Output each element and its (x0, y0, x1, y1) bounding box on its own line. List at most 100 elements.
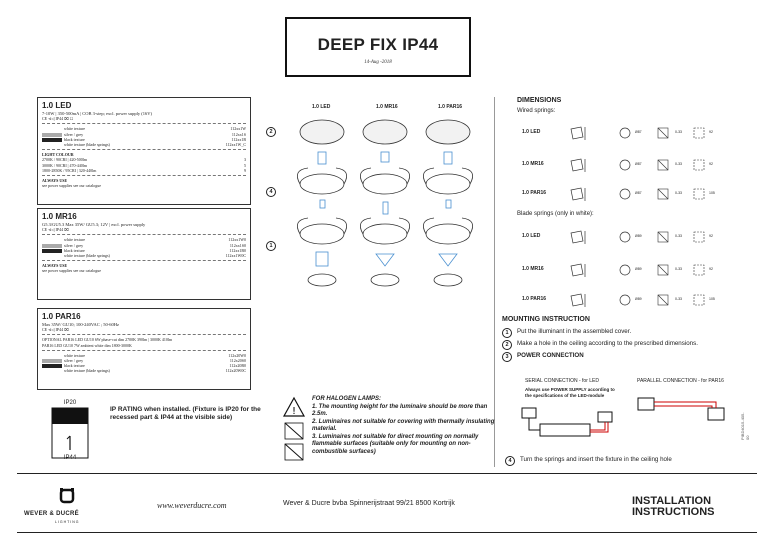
dimension-product-name: 1.0 PAR16 (522, 190, 547, 196)
divider (42, 123, 246, 125)
footer (17, 473, 757, 533)
dimension-value: 92 (709, 130, 713, 134)
serial-connection-label: SERIAL CONNECTION - for LED (525, 378, 599, 384)
dimension-drawing-icon (570, 293, 705, 307)
warning-line: 2. Luminaires not suitable for covering … (312, 418, 495, 433)
dimension-value: Ø87 (635, 162, 642, 166)
svg-text:!: ! (292, 406, 296, 417)
warning-icons: ! (282, 396, 306, 461)
dimension-value: Ø89 (635, 297, 642, 301)
serial-wiring-diagram (521, 407, 613, 437)
certification-icons: CE ⊲◁ IP44 ⌧ (42, 227, 69, 233)
dimension-value: Ø87 (635, 130, 642, 134)
dimension-value: 105 (709, 297, 715, 301)
divider (42, 334, 246, 336)
dimension-value: 0-33 (675, 162, 683, 166)
always-use-note: see power supplies see our catalogue (42, 183, 101, 189)
brand-logo-icon (59, 488, 75, 504)
product-name: 1.0 MR16 (42, 212, 77, 221)
halogen-warning: FOR HALOGEN LAMPS: 1. The mounting heigh… (312, 396, 502, 456)
dimension-product-name: 1.0 MR16 (522, 161, 544, 167)
dimension-product-name: 1.0 MR16 (522, 266, 544, 272)
divider (42, 175, 246, 177)
step-marker: 2 (266, 127, 276, 137)
column-header-led: 1.0 LED (312, 104, 331, 110)
installation-illustration (296, 119, 474, 287)
ip-diagram-icon (51, 407, 89, 459)
dimension-value: 105 (709, 191, 715, 195)
dimension-row: 1.0 PAR16 Ø89 0-33 105 (517, 292, 757, 310)
dimension-row: 1.0 LED Ø87 0-33 92 (517, 125, 757, 143)
company-address: Wever & Ducre bvba Spinnerijstraat 99/21… (283, 500, 455, 507)
dimension-value: Ø87 (635, 191, 642, 195)
product-name: 1.0 PAR16 (42, 312, 81, 321)
warning-title: FOR HALOGEN LAMPS: (312, 396, 381, 402)
dimension-value: 0-33 (675, 267, 683, 271)
dimension-value: 92 (709, 162, 713, 166)
step-marker: 4 (266, 187, 276, 197)
dimension-product-name: 1.0 LED (522, 129, 541, 135)
divider (42, 260, 246, 262)
dimension-drawing-icon (570, 126, 705, 140)
always-use-label: ALWAYS USE (42, 263, 68, 269)
brand-subtitle: LIGHTING (55, 520, 80, 524)
dimension-value: Ø89 (635, 234, 642, 238)
dimension-value: 92 (709, 267, 713, 271)
document-title: DEEP FIX IP44 (317, 35, 439, 54)
variant-row: white texture (blade springs)112xx1W_C (42, 142, 246, 148)
divider (42, 349, 246, 351)
certification-icons: CE ⊲◁ IP44 ⌧ ☐ (42, 116, 74, 122)
column-header-mr16: 1.0 MR16 (376, 104, 398, 110)
light-colour-title: LIGHT COLOUR (42, 152, 74, 158)
product-box-par16: 1.0 PAR16 Max 35W/ GU10; 100-240VAC ; 50… (37, 308, 251, 390)
document-date: 14-Aug -2018 (364, 60, 392, 65)
product-box-mr16: 1.0 MR16 G5.3/GU5.3 Max 35W/ GU5.3; 12V … (37, 208, 251, 300)
ip-bottom-label: IP44 (63, 455, 77, 461)
product-box-led: 1.0 LED 7-10W | 350-500mA | COB 3-step; … (37, 97, 251, 205)
dimension-drawing-icon (570, 158, 705, 172)
mounting-title: MOUNTING INSTRUCTION (502, 316, 590, 323)
always-use-note: see power supplies see our catalogue (42, 268, 101, 274)
product-spec: Max 35W/ GU10; 100-240VAC ; 50-60Hz (42, 322, 120, 327)
dimension-drawing-icon (570, 230, 705, 244)
warning-line: 3. Luminaires not suitable for direct mo… (312, 433, 479, 455)
dimension-row: 1.0 MR16 Ø87 0-33 92 (517, 157, 757, 175)
product-name: 1.0 LED (42, 101, 72, 110)
ip-diagram: IP20 IP44 (50, 400, 90, 468)
dimension-product-name: 1.0 PAR16 (522, 296, 547, 302)
always-use-label: ALWAYS USE (42, 178, 68, 184)
brand-name: WEVER & DUCRÉ (24, 511, 79, 517)
parallel-connection-label: PARALLEL CONNECTION - for PAR16 (637, 378, 724, 384)
optional-lamps: OPTIONAL PAR16 LED GU10 6W phase-cut dim… (42, 337, 173, 348)
variant-row: white texture (blade springs)112x20W0C (42, 368, 246, 374)
product-spec: G5.3/GU5.3 Max 35W/ GU5.3; 12V | excl. p… (42, 222, 146, 227)
title-box: DEEP FIX IP44 14-Aug -2018 (285, 17, 471, 77)
divider (42, 149, 246, 151)
dimension-drawing-icon (570, 263, 705, 277)
ip-top-label: IP20 (63, 400, 77, 406)
dimension-product-name: 1.0 LED (522, 233, 541, 239)
ip-rating-text: IP RATING when installed. (Fixture is IP… (110, 406, 261, 421)
website-link[interactable]: www.weverducre.com (157, 501, 227, 510)
dimension-value: 0-33 (675, 297, 683, 301)
divider (42, 234, 246, 236)
dimension-value: 0-33 (675, 130, 683, 134)
warning-line: 1. The mounting height for the luminaire… (312, 403, 488, 418)
